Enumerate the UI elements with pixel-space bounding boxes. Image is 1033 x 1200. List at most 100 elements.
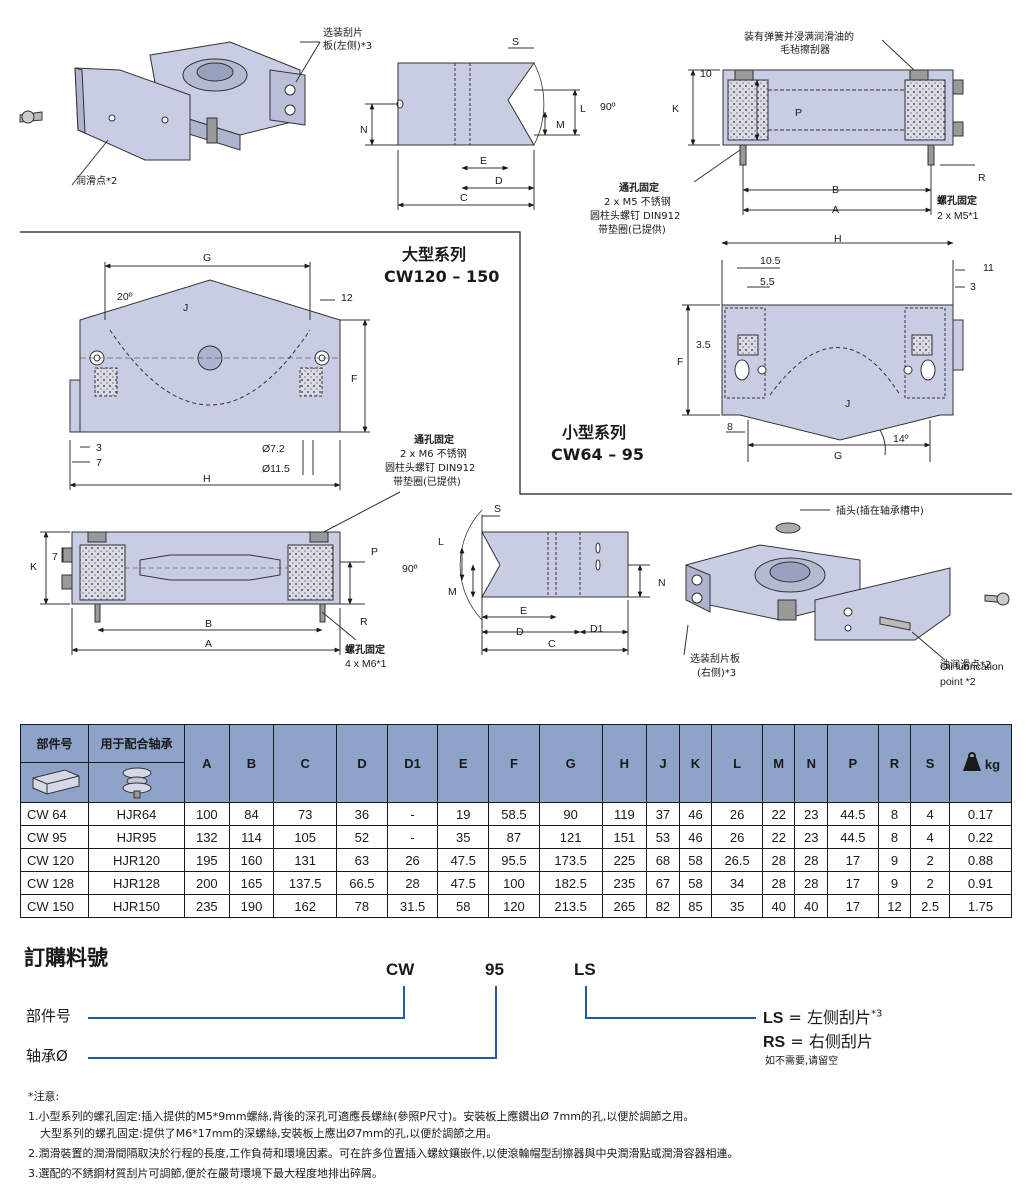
- table-cell: 200: [184, 871, 230, 895]
- lube-point-label: 润滑点*2: [76, 174, 117, 187]
- note-3: 3.選配的不銹鋼材質刮片可調節,便於在嚴苛環境下最大程度地排出碎屑。: [28, 1167, 383, 1181]
- table-cell: 35: [711, 894, 763, 918]
- table-cell: 26.5: [711, 848, 763, 872]
- table-cell: 165: [228, 871, 275, 895]
- table-cell: 105: [273, 825, 338, 849]
- dim-p-top: P: [795, 107, 802, 119]
- header-s: S: [910, 724, 950, 803]
- header-j: J: [646, 724, 680, 803]
- option-rs-code: RS: [763, 1034, 786, 1051]
- line-bearing: [88, 986, 497, 1059]
- line-part-number: [88, 986, 405, 1019]
- ordering-title: 訂購料號: [24, 946, 108, 970]
- side-view-top: [365, 47, 580, 210]
- felt-note-2: 毛毡擦刮器: [780, 43, 830, 56]
- table-cell: 8: [877, 825, 912, 849]
- table-cell: 68: [646, 848, 680, 872]
- through-title-top: 通孔固定: [619, 181, 659, 194]
- note-1: 1.小型系列的螺孔固定:插入提供的M5*9mm螺絲,背後的深孔可適應長螺絲(參照…: [28, 1110, 695, 1124]
- dim-f-large: F: [351, 373, 357, 385]
- header-a: A: [184, 724, 230, 803]
- scraper-option-left-label: 选装刮片: [323, 26, 363, 39]
- lube-point-en-1: Oil lubrication: [940, 661, 1004, 673]
- dim-10: 10: [700, 68, 712, 80]
- table-cell: HJR150: [88, 894, 185, 918]
- table-cell: 235: [184, 894, 230, 918]
- table-cell: 84: [228, 802, 275, 826]
- order-code-95: 95: [485, 960, 504, 979]
- through-line2-top: 圆柱头螺钉 DIN912: [590, 209, 680, 222]
- note-1b: 大型系列的螺孔固定:提供了M6*17mm的深螺絲,安裝板上應出Ø7mm的孔,以便…: [40, 1127, 498, 1141]
- carriage-icon: [32, 769, 79, 795]
- table-cell: 26: [711, 825, 763, 849]
- dim-10-5: 10.5: [760, 255, 781, 267]
- header-g: G: [538, 724, 603, 803]
- table-cell: 119: [601, 802, 648, 826]
- tapped-line1-bottom: 4 x M6*1: [345, 658, 387, 670]
- table-cell: 4: [910, 825, 950, 849]
- table-cell: 40: [761, 894, 796, 918]
- table-header-row: 部件号 用于配合轴承 A B C D D1 E F G H J K L M N …: [20, 724, 1012, 803]
- table-cell: 0.17: [949, 802, 1012, 826]
- lube-point-en-2: point *2: [940, 676, 976, 688]
- table-cell: 73: [273, 802, 338, 826]
- table-cell: 63: [336, 848, 388, 872]
- option-ls: LS = 左侧刮片*3: [763, 1004, 882, 1028]
- header-d1: D1: [386, 724, 439, 803]
- table-cell: 36: [336, 802, 388, 826]
- table-cell: 78: [336, 894, 388, 918]
- weight-icon: [962, 752, 981, 771]
- table-cell: HJR120: [88, 848, 185, 872]
- table-cell: 17: [827, 871, 879, 895]
- table-cell: 87: [488, 825, 540, 849]
- table-cell: HJR128: [88, 871, 185, 895]
- table-cell: 151: [601, 825, 648, 849]
- table-cell: 23: [794, 825, 829, 849]
- dim-m-bottom: M: [448, 586, 457, 598]
- large-series-models: CW120 – 150: [384, 267, 499, 286]
- table-cell: 66.5: [336, 871, 388, 895]
- table-cell: 2.5: [910, 894, 950, 918]
- through-line3-large: 带垫圈(已提供): [393, 475, 461, 488]
- header-bearing: 用于配合轴承: [88, 724, 185, 763]
- table-cell: 162: [273, 894, 338, 918]
- option-note: 如不需要,请留空: [765, 1056, 839, 1067]
- table-cell: 100: [488, 871, 540, 895]
- header-p: P: [827, 724, 879, 803]
- iso-carriage-right: [683, 509, 1010, 661]
- table-cell: 17: [827, 894, 879, 918]
- header-k: K: [678, 724, 713, 803]
- dim-h-small: H: [834, 233, 842, 245]
- felt-note-1: 装有弹簧并浸满润滑油的: [744, 30, 854, 43]
- dia-11-5: Ø11.5: [262, 463, 290, 475]
- large-series-view: [69, 262, 401, 536]
- tapped-line1-top: 2 x M5*1: [937, 210, 979, 222]
- header-l: L: [711, 724, 763, 803]
- dim-f-small: F: [677, 356, 683, 368]
- table-cell: 1.75: [949, 894, 1012, 918]
- dim-s-bottom: S: [494, 503, 501, 515]
- dim-d-bottom: D: [516, 626, 524, 638]
- dim-3-large: 3: [96, 442, 102, 454]
- angle-20: 20º: [117, 291, 133, 303]
- table-cell: 28: [761, 848, 796, 872]
- option-rs: RS = 右侧刮片: [763, 1028, 873, 1052]
- angle-90-bottom: 90º: [402, 563, 418, 575]
- dim-3-5: 3.5: [696, 339, 711, 351]
- table-cell: 160: [228, 848, 275, 872]
- table-cell: 58: [437, 894, 490, 918]
- table-cell: HJR95: [88, 825, 185, 849]
- table-cell: CW 120: [20, 848, 89, 872]
- table-cell: 37: [646, 802, 680, 826]
- front-view-bottom-left: [40, 531, 365, 655]
- table-cell: 40: [794, 894, 829, 918]
- table-cell: 225: [601, 848, 648, 872]
- table-cell: 58.5: [488, 802, 540, 826]
- table-cell: 44.5: [827, 825, 879, 849]
